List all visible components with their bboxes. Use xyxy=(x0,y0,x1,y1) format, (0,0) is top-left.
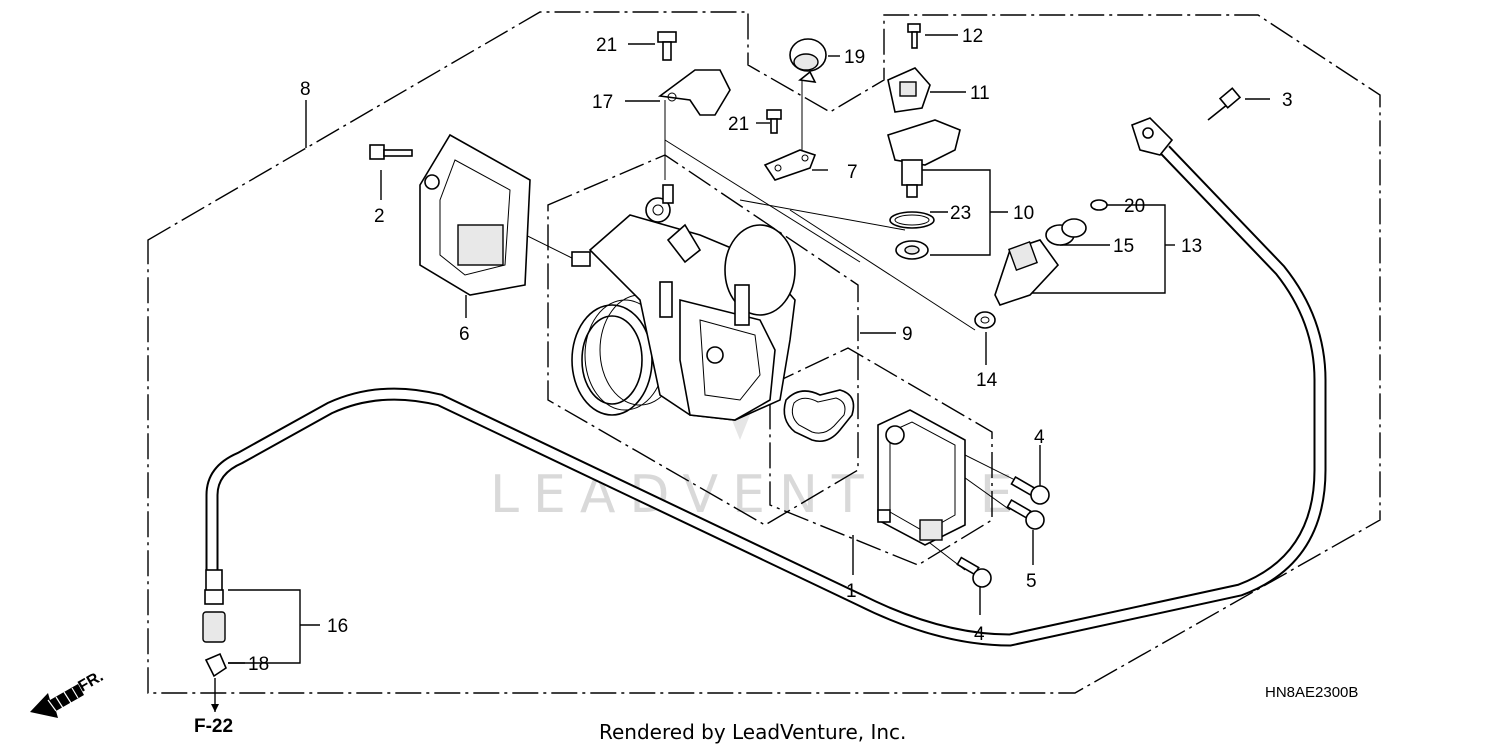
callout-19: 19 xyxy=(844,47,865,68)
front-arrow-icon xyxy=(30,684,84,718)
gasket xyxy=(783,389,855,443)
callout-16: 16 xyxy=(327,616,348,637)
bolt-3 xyxy=(1207,87,1242,121)
callout-10: 10 xyxy=(1013,203,1034,224)
throttle-sensor xyxy=(877,409,966,546)
callout-18: 18 xyxy=(248,654,269,675)
callout-21a: 21 xyxy=(596,35,617,56)
cover-6 xyxy=(419,133,531,296)
callout-7: 7 xyxy=(847,162,858,183)
footer-credit: Rendered by LeadVenture, Inc. xyxy=(599,720,906,744)
bolt-2 xyxy=(369,144,413,160)
reference-label: F-22 xyxy=(194,716,233,737)
callout-20: 20 xyxy=(1124,196,1145,217)
callout-17: 17 xyxy=(592,92,613,113)
sensor-10-11 xyxy=(887,23,961,260)
callout-14: 14 xyxy=(976,370,998,391)
callout-21b: 21 xyxy=(728,114,749,135)
callout-8: 8 xyxy=(300,79,311,100)
callout-6: 6 xyxy=(459,324,470,345)
callout-labels: 1 2 3 4 4 5 6 7 8 9 10 11 12 13 14 15 16… xyxy=(248,26,1293,675)
callout-2: 2 xyxy=(374,206,385,227)
callout-11: 11 xyxy=(970,83,990,104)
callout-23: 23 xyxy=(950,203,971,224)
diagram-code: HN8AE2300B xyxy=(1265,684,1358,701)
sensor-boundary xyxy=(769,347,993,566)
outer-boundary xyxy=(147,11,1381,694)
screws-4-5 xyxy=(956,475,1050,588)
injector-13 xyxy=(974,199,1108,329)
bracket-17 xyxy=(657,31,782,134)
throttle-body xyxy=(571,184,796,421)
callout-1: 1 xyxy=(846,581,857,602)
callout-15: 15 xyxy=(1113,236,1134,257)
clip-19 xyxy=(789,38,827,83)
callout-4b: 4 xyxy=(974,624,985,645)
callout-9: 9 xyxy=(902,324,913,345)
callout-13: 13 xyxy=(1181,236,1202,257)
plate-7 xyxy=(763,149,817,181)
callout-5: 5 xyxy=(1026,571,1037,592)
fuel-hose xyxy=(202,117,1327,678)
callout-3: 3 xyxy=(1282,90,1293,111)
callout-4a: 4 xyxy=(1034,427,1045,448)
callout-12: 12 xyxy=(962,26,983,47)
